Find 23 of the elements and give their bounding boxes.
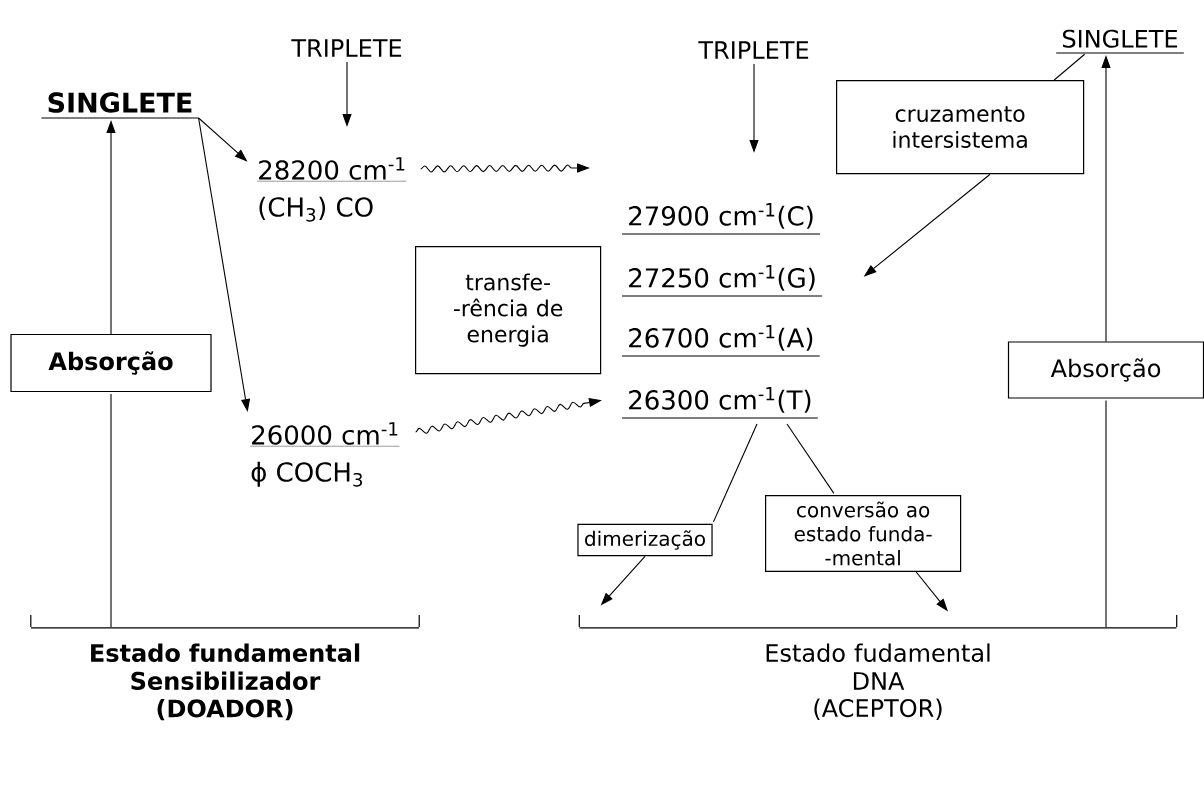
label-box: cruzamento intersistema bbox=[836, 80, 1085, 175]
label-box: conversão ao estado funda- -mental bbox=[765, 495, 962, 572]
connector-line bbox=[712, 423, 758, 523]
state-label: TRIPLETE bbox=[698, 41, 809, 59]
label-box: Absorção bbox=[10, 333, 212, 393]
energy-level-label: SINGLETE bbox=[1055, 29, 1185, 54]
energy-level-label: 27250 cm$^{-1}$(G) bbox=[621, 265, 823, 297]
energy-level-label: SINGLETE bbox=[40, 92, 200, 119]
ground-state-level: Estado fudamental DNA (ACEPTOR) bbox=[578, 614, 1178, 720]
ground-state-level: Estado fundamental Sensibilizador (DOADOR) bbox=[30, 614, 420, 721]
label-box: transfe- -rência de energia bbox=[415, 246, 602, 375]
connector-line bbox=[1053, 53, 1086, 81]
label-box: Absorção bbox=[1007, 341, 1204, 399]
state-label: TRIPLETE bbox=[291, 39, 402, 57]
connector-line bbox=[110, 393, 112, 628]
energy-level-label: 28200 cm$^{-1}$ (CH$_{3}$) CO bbox=[257, 157, 407, 222]
energy-level-label: 27900 cm$^{-1}$(C) bbox=[621, 203, 821, 235]
label-box: dimerização bbox=[577, 523, 713, 557]
connector-line bbox=[786, 423, 835, 494]
energy-level-label: 26000 cm$^{-1}$ ϕ COCH$_{3}$ bbox=[250, 422, 400, 487]
connector-line bbox=[1105, 400, 1107, 628]
energy-level-label: 26300 cm$^{-1}$(T) bbox=[621, 387, 819, 419]
energy-level-label: 26700 cm$^{-1}$(A) bbox=[621, 325, 821, 357]
